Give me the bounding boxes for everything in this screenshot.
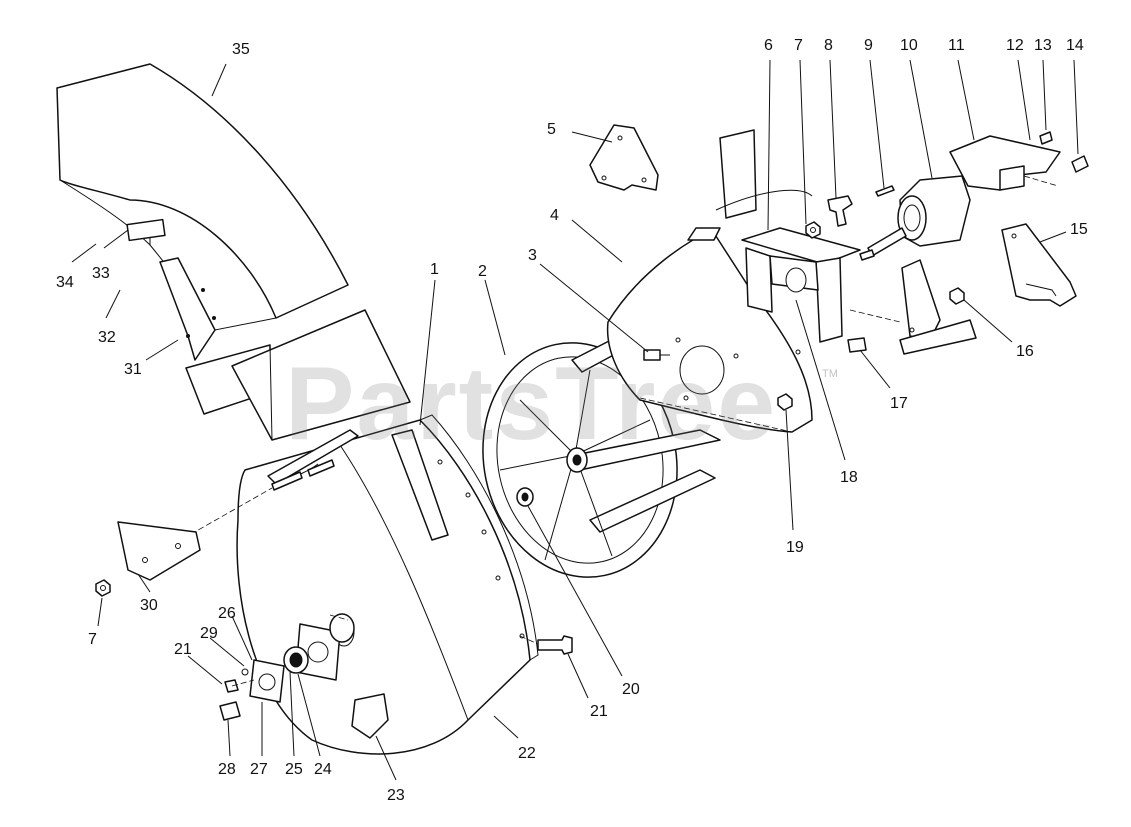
nut-19 bbox=[777, 393, 793, 411]
callout-18: 18 bbox=[840, 469, 858, 486]
callout-8: 8 bbox=[824, 37, 833, 54]
bolt-17 bbox=[847, 337, 867, 353]
callout-21-left: 21 bbox=[174, 641, 192, 658]
callout-24: 24 bbox=[314, 761, 332, 778]
callout-22: 22 bbox=[518, 745, 536, 762]
callout-29: 29 bbox=[200, 625, 218, 642]
callout-4: 4 bbox=[550, 207, 559, 224]
callout-33: 33 bbox=[92, 265, 110, 282]
callout-3: 3 bbox=[528, 247, 537, 264]
callout-26: 26 bbox=[218, 605, 236, 622]
callout-28: 28 bbox=[218, 761, 236, 778]
callout-20: 20 bbox=[622, 681, 640, 698]
callout-2: 2 bbox=[478, 263, 487, 280]
knob-8 bbox=[827, 195, 853, 227]
bearing-assembly bbox=[219, 613, 355, 721]
bolt-21-right bbox=[519, 635, 573, 655]
callout-12: 12 bbox=[1006, 37, 1024, 54]
callout-25: 25 bbox=[285, 761, 303, 778]
callout-13: 13 bbox=[1034, 37, 1052, 54]
upright-bracket bbox=[849, 259, 977, 355]
top-plate-11 bbox=[949, 135, 1061, 191]
callout-17: 17 bbox=[890, 395, 908, 412]
callout-23: 23 bbox=[387, 787, 405, 804]
pin-9 bbox=[875, 185, 895, 197]
callout-32: 32 bbox=[98, 329, 116, 346]
callout-10: 10 bbox=[900, 37, 918, 54]
mount-bracket-6 bbox=[715, 129, 861, 343]
callout-6: 6 bbox=[764, 37, 773, 54]
bracket-15 bbox=[1001, 223, 1077, 307]
callout-30: 30 bbox=[140, 597, 158, 614]
callout-27: 27 bbox=[250, 761, 268, 778]
impeller bbox=[482, 319, 721, 578]
callout-1: 1 bbox=[430, 261, 439, 278]
leader-lines bbox=[71, 59, 1079, 781]
callout-7-top: 7 bbox=[794, 37, 803, 54]
watermark-trademark: TM bbox=[822, 368, 838, 380]
nut-7-left bbox=[95, 579, 111, 597]
callout-15: 15 bbox=[1070, 221, 1088, 238]
screw-13 bbox=[1039, 131, 1053, 145]
callout-35: 35 bbox=[232, 41, 250, 58]
nut-16 bbox=[949, 287, 965, 305]
bracket-5 bbox=[589, 124, 659, 191]
callout-19: 19 bbox=[786, 539, 804, 556]
chute-flap bbox=[185, 309, 411, 441]
callout-16: 16 bbox=[1016, 343, 1034, 360]
callout-14: 14 bbox=[1066, 37, 1084, 54]
callout-34: 34 bbox=[56, 274, 74, 291]
bracket-30 bbox=[117, 521, 201, 581]
nut-7-right bbox=[805, 221, 821, 239]
callout-7-left: 7 bbox=[88, 631, 97, 648]
screw-14 bbox=[1071, 155, 1089, 173]
callout-9: 9 bbox=[864, 37, 873, 54]
bolt-3 bbox=[643, 349, 670, 361]
callout-31: 31 bbox=[124, 361, 142, 378]
callout-5: 5 bbox=[547, 121, 556, 138]
motor-10 bbox=[859, 175, 971, 261]
callout-11: 11 bbox=[948, 37, 965, 54]
callout-21-right: 21 bbox=[590, 703, 608, 720]
back-plate bbox=[606, 227, 813, 433]
discharge-chute bbox=[56, 63, 349, 361]
